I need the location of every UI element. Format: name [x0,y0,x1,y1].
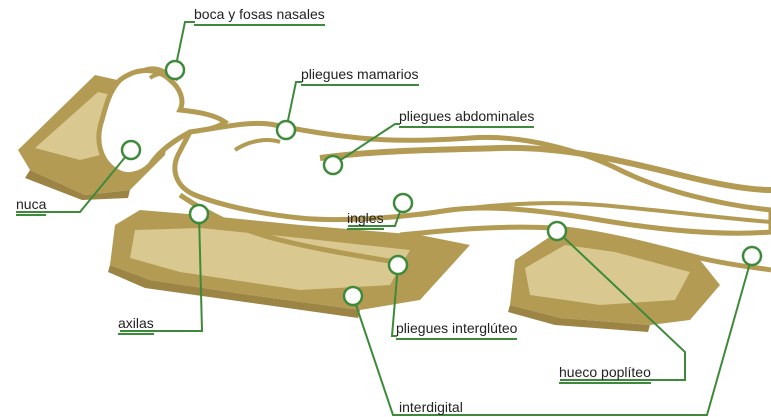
label-pliegues-abdominales: pliegues abdominales [399,108,534,128]
back-pillow [108,210,470,318]
circle-marker-icon [344,287,362,305]
label-ingles: ingles [347,210,384,230]
label-axilas: axilas [118,315,154,335]
label-pliegues-mamarios: pliegues mamarios [301,66,419,86]
circle-marker-icon [548,222,566,240]
circle-marker-icon [324,156,342,174]
circle-marker-icon [743,247,761,265]
label-interdigital: interdigital [399,399,463,417]
label-hueco-popliteo: hueco poplíteo [559,364,651,384]
label-nuca: nuca [16,196,46,216]
circle-marker-icon [190,205,208,223]
circle-marker-icon [277,121,295,139]
label-boca-fosas-nasales: boca y fosas nasales [194,6,325,26]
knee-pillow [508,230,720,332]
circle-marker-icon [122,141,140,159]
circle-marker-icon [389,256,407,274]
circle-marker-icon [166,61,184,79]
label-pliegues-interglutео: pliegues interglúteo [396,320,517,340]
circle-marker-icon [394,194,412,212]
